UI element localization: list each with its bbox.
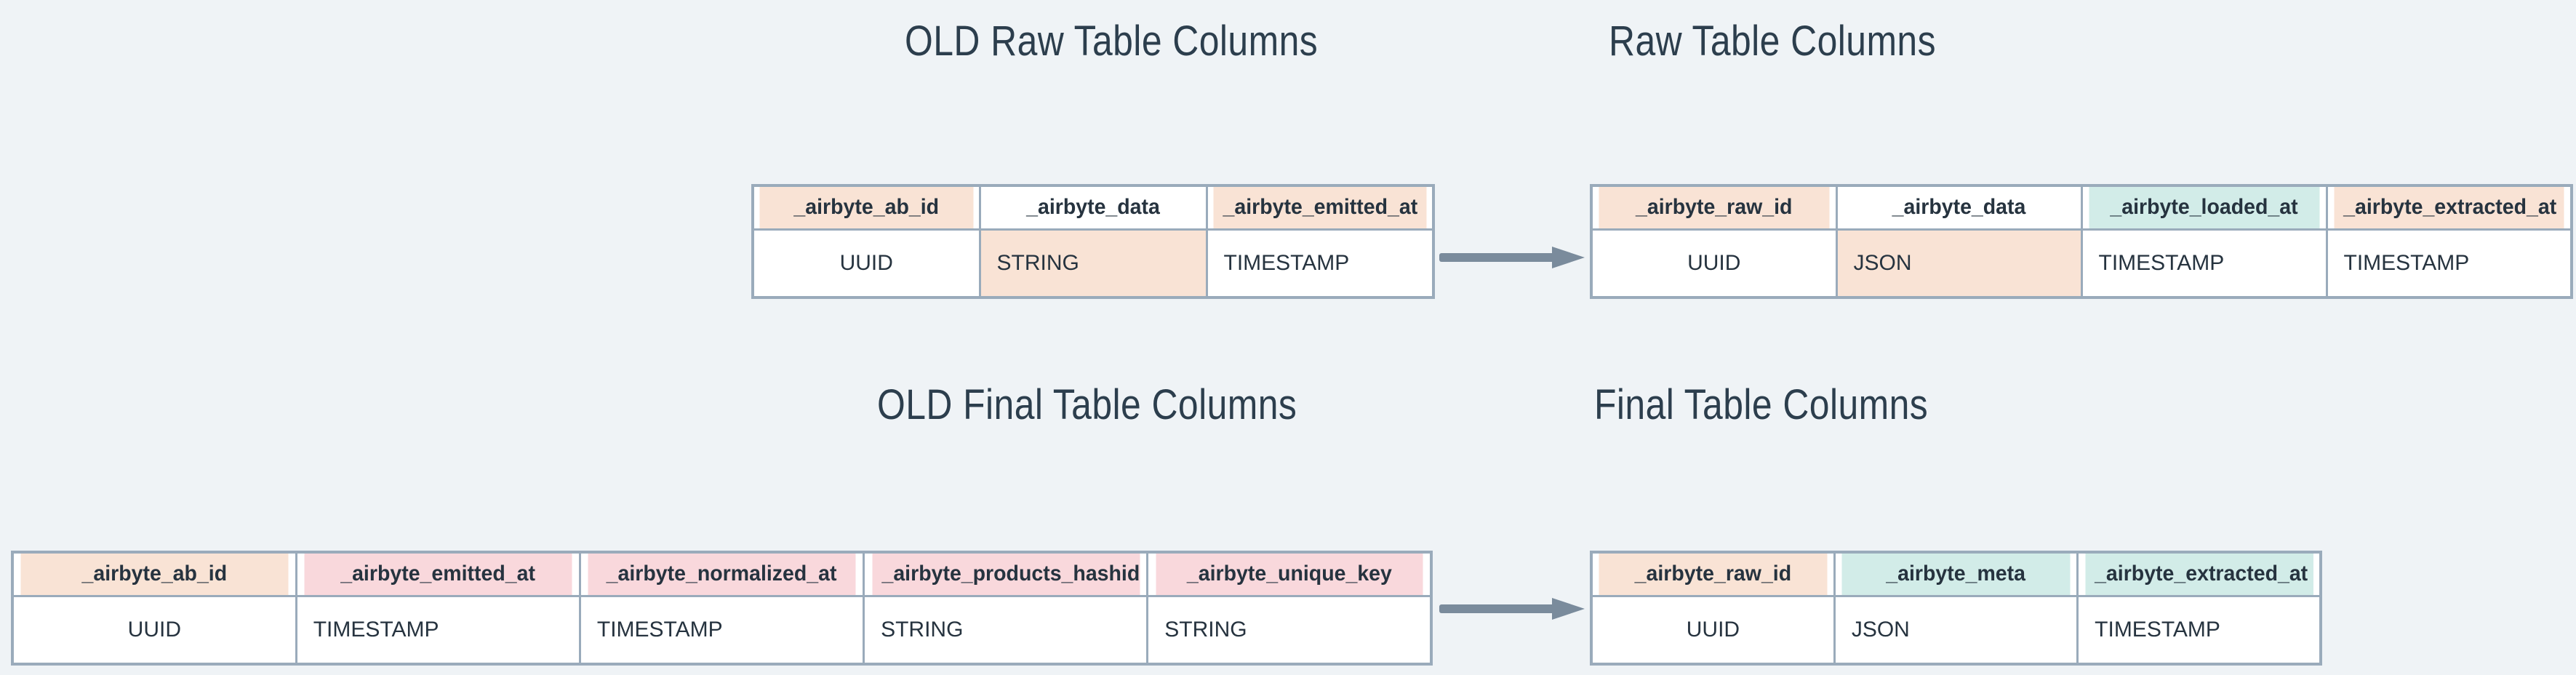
column-header-airbyte-normalized-at: _airbyte_normalized_at (585, 551, 858, 597)
column-type-airbyte-raw-id: UUID (1590, 594, 1836, 666)
column-header-airbyte-extracted-at: _airbyte_extracted_at (2082, 551, 2316, 597)
right-arrow-icon (1439, 247, 1585, 268)
table-header-row: _airbyte_raw_id_airbyte_meta_airbyte_ext… (1591, 551, 2321, 597)
column-header-airbyte-data: _airbyte_data (1841, 184, 2076, 231)
title-final-table-columns: Final Table Columns (1594, 381, 1929, 428)
column-header-airbyte-ab-id: _airbyte_ab_id (18, 551, 290, 597)
table-old-final-columns: _airbyte_ab_id_airbyte_emitted_at_airbyt… (11, 551, 1433, 666)
title-old-raw-table-columns: OLD Raw Table Columns (905, 17, 1319, 65)
table-header-row: _airbyte_ab_id_airbyte_data_airbyte_emit… (753, 184, 1433, 231)
column-type-airbyte-ab-id: UUID (11, 594, 297, 666)
column-header-airbyte-meta: _airbyte_meta (1839, 551, 2073, 597)
column-type-airbyte-ab-id: UUID (751, 228, 981, 299)
table-header-row: _airbyte_ab_id_airbyte_emitted_at_airbyt… (12, 551, 1431, 597)
table-raw-columns: _airbyte_raw_id_airbyte_data_airbyte_loa… (1590, 184, 2573, 299)
column-header-airbyte-loaded-at: _airbyte_loaded_at (2087, 184, 2321, 231)
table-old-raw-columns: _airbyte_ab_id_airbyte_data_airbyte_emit… (751, 184, 1435, 299)
column-header-airbyte-ab-id: _airbyte_ab_id (757, 184, 975, 231)
column-header-airbyte-emitted-at: _airbyte_emitted_at (1211, 184, 1429, 231)
column-header-airbyte-raw-id: _airbyte_raw_id (1596, 184, 1831, 231)
column-type-airbyte-extracted-at: TIMESTAMP (2325, 228, 2573, 299)
column-type-airbyte-loaded-at: TIMESTAMP (2080, 228, 2328, 299)
column-type-airbyte-data: JSON (1835, 228, 2083, 299)
column-header-airbyte-raw-id: _airbyte_raw_id (1596, 551, 1830, 597)
column-header-airbyte-data: _airbyte_data (984, 184, 1202, 231)
column-type-airbyte-products-hashid: STRING (863, 594, 1149, 666)
column-header-airbyte-unique-key: _airbyte_unique_key (1153, 551, 1425, 597)
column-type-airbyte-emitted-at: TIMESTAMP (1205, 228, 1435, 299)
column-type-airbyte-emitted-at: TIMESTAMP (295, 594, 581, 666)
column-header-airbyte-products-hashid: _airbyte_products_hashid (869, 551, 1142, 597)
column-type-airbyte-data: STRING (978, 228, 1208, 299)
column-type-airbyte-raw-id: UUID (1590, 228, 1838, 299)
column-type-airbyte-extracted-at: TIMESTAMP (2076, 594, 2322, 666)
right-arrow-icon (1439, 598, 1585, 620)
table-header-row: _airbyte_raw_id_airbyte_data_airbyte_loa… (1591, 184, 2572, 231)
column-header-airbyte-extracted-at: _airbyte_extracted_at (2332, 184, 2567, 231)
column-type-airbyte-unique-key: STRING (1146, 594, 1433, 666)
column-header-airbyte-emitted-at: _airbyte_emitted_at (302, 551, 575, 597)
title-old-final-table-columns: OLD Final Table Columns (877, 381, 1297, 428)
column-type-airbyte-normalized-at: TIMESTAMP (578, 594, 865, 666)
table-final-columns: _airbyte_raw_id_airbyte_meta_airbyte_ext… (1590, 551, 2322, 666)
column-type-airbyte-meta: JSON (1833, 594, 2079, 666)
title-raw-table-columns: Raw Table Columns (1609, 17, 1936, 65)
